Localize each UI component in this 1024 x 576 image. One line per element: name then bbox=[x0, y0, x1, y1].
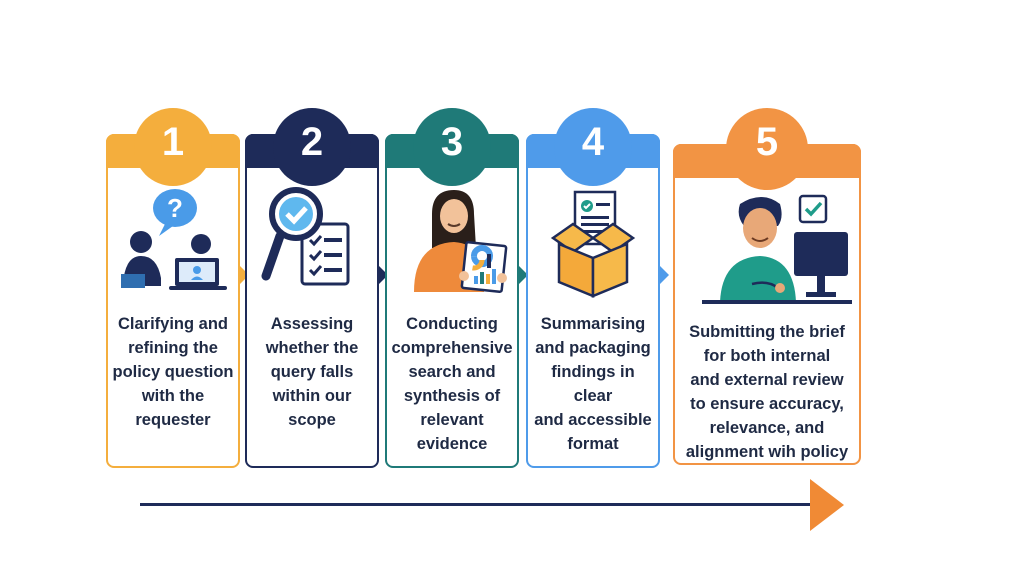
step-5-line: for both internal bbox=[703, 347, 831, 365]
step-3-line: synthesis of bbox=[403, 387, 501, 405]
step-5-number: 5 bbox=[755, 120, 779, 164]
step-2-line: within our bbox=[272, 387, 352, 405]
person-computer-check-icon bbox=[675, 188, 859, 308]
step-5-line: relevance, and bbox=[709, 419, 825, 437]
chevron-right-icon bbox=[660, 266, 669, 284]
step-2-line: Assessing bbox=[270, 315, 354, 333]
step-2-line: query falls bbox=[270, 363, 354, 381]
step-1-line: refining the bbox=[128, 339, 218, 357]
step-3-card: 3 Conducting comprehensive search an bbox=[385, 108, 519, 468]
step-5-line: and external review bbox=[690, 371, 844, 389]
step-2-line: whether the bbox=[265, 339, 359, 357]
step-5-line: alignment wih policy bbox=[685, 443, 849, 461]
step-3-description: Conducting comprehensive search and synt… bbox=[391, 312, 513, 456]
step-3-number-badge: 3 bbox=[413, 108, 491, 186]
step-1-description: Clarifying and refining the policy quest… bbox=[112, 312, 234, 432]
step-2-number-badge: 2 bbox=[273, 108, 351, 186]
chevron-right-icon bbox=[519, 266, 528, 284]
step-4-line: and packaging bbox=[535, 339, 651, 357]
step-1-number: 1 bbox=[161, 120, 185, 164]
step-4-line: format bbox=[567, 435, 619, 453]
step-3-line: Conducting bbox=[406, 315, 498, 333]
step-4-line: Summarising bbox=[540, 315, 646, 333]
step-2-number: 2 bbox=[300, 120, 324, 164]
people-question-icon: ? bbox=[108, 186, 238, 296]
step-4-description: Summarising and packaging findings in cl… bbox=[532, 312, 654, 456]
timeline-line bbox=[140, 503, 816, 506]
step-4-line: findings in clear bbox=[551, 363, 635, 405]
chevron-right-icon bbox=[240, 266, 249, 284]
magnifier-checklist-icon bbox=[247, 180, 377, 298]
step-4-card: 4 Summarising and packaging findings in … bbox=[526, 108, 660, 468]
step-1-line: with the bbox=[141, 387, 205, 405]
box-document-icon bbox=[528, 188, 658, 300]
step-4-number: 4 bbox=[581, 120, 605, 164]
chevron-right-icon bbox=[379, 266, 388, 284]
step-2-description: Assessing whether the query falls within… bbox=[251, 312, 373, 432]
step-3-line: relevant bbox=[420, 411, 484, 429]
step-1-line: requester bbox=[135, 411, 211, 429]
step-5-card: 5 Submitting the brief for both internal… bbox=[673, 108, 861, 465]
step-5-line: to ensure accuracy, bbox=[690, 395, 844, 413]
step-3-line: evidence bbox=[416, 435, 488, 453]
step-1-line: Clarifying and bbox=[117, 315, 228, 333]
step-5-line: Submitting the brief bbox=[689, 323, 845, 341]
step-4-line: and accessible bbox=[534, 411, 652, 429]
step-2-card: 2 Assessing whether the query falls with… bbox=[245, 108, 379, 468]
person-report-icon bbox=[387, 184, 517, 296]
step-3-number: 3 bbox=[440, 120, 464, 164]
step-3-line: search and bbox=[408, 363, 496, 381]
svg-text:?: ? bbox=[167, 193, 183, 223]
step-2-line: scope bbox=[288, 411, 336, 429]
step-5-number-badge: 5 bbox=[726, 108, 808, 190]
step-4-number-badge: 4 bbox=[554, 108, 632, 186]
step-3-line: comprehensive bbox=[391, 339, 513, 357]
step-1-number-badge: 1 bbox=[134, 108, 212, 186]
arrow-right-icon bbox=[810, 479, 844, 531]
step-5-description: Submitting the brief for both internal a… bbox=[679, 320, 855, 464]
step-1-line: policy question bbox=[112, 363, 234, 381]
step-1-card: 1 ? Clarifying and refining the policy q… bbox=[106, 108, 240, 468]
